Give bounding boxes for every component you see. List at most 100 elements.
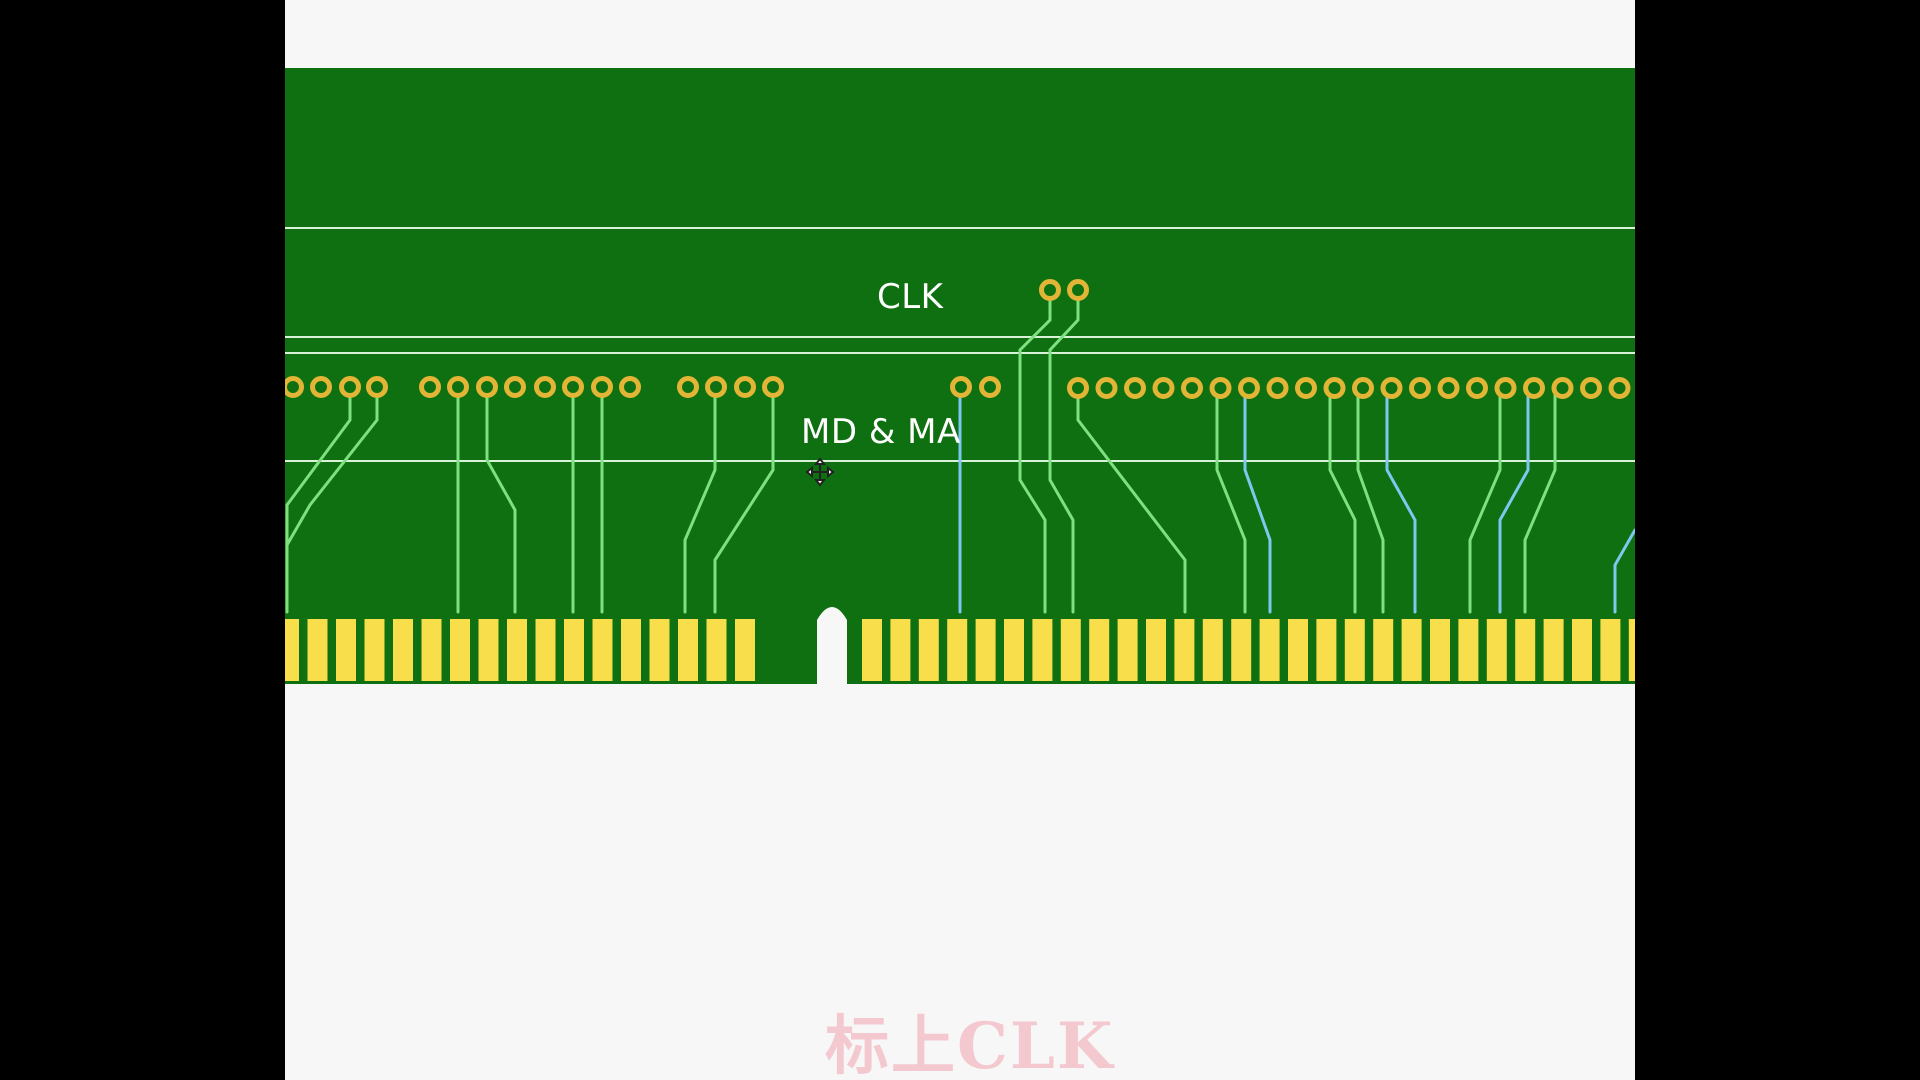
gold-finger (1344, 619, 1365, 681)
gold-finger (450, 619, 470, 681)
gold-finger (1146, 619, 1166, 681)
gold-finger (1259, 619, 1280, 681)
via (1494, 377, 1517, 399)
via (339, 376, 361, 398)
trace (713, 386, 775, 614)
trace (1076, 386, 1187, 614)
gold-finger (393, 619, 413, 681)
gold-finger (1117, 619, 1138, 681)
via (447, 376, 469, 398)
gold-finger (918, 619, 939, 681)
via (1266, 377, 1289, 399)
gold-finger (1401, 619, 1422, 681)
via (366, 376, 388, 398)
gold-finger (1089, 619, 1110, 681)
via (1067, 377, 1089, 399)
gold-finger (890, 619, 911, 681)
gold-finger (1316, 619, 1337, 681)
trace (1018, 288, 1052, 614)
caption-text: 标上CLK (825, 1009, 1115, 1080)
gold-finger (1032, 619, 1053, 681)
via (979, 376, 1001, 398)
via (1551, 377, 1574, 399)
gold-finger (1373, 619, 1394, 681)
move-cursor-icon (805, 457, 835, 487)
via (476, 376, 498, 398)
via (677, 376, 699, 398)
vias (285, 279, 1631, 399)
gold-finger (421, 619, 442, 681)
trace (485, 386, 517, 614)
via (1352, 377, 1374, 399)
trace (1048, 288, 1080, 614)
via (1437, 377, 1460, 399)
gold-finger (1174, 619, 1195, 681)
via (310, 376, 332, 398)
gold-finger (564, 619, 584, 681)
gold-finger (1288, 619, 1308, 681)
via (562, 376, 584, 398)
via (504, 376, 526, 398)
gold-finger (1430, 619, 1450, 681)
gold-finger (678, 619, 698, 681)
gold-finger (1572, 619, 1592, 681)
diagram-canvas: CLK MD & MA 标上CLK (285, 0, 1635, 1080)
via (1380, 377, 1403, 399)
pcb-board (285, 68, 1635, 684)
trace (285, 386, 352, 614)
via (1152, 377, 1175, 399)
trace (1385, 386, 1417, 614)
traces (285, 288, 1635, 614)
via (285, 376, 304, 398)
gold-finger (1202, 619, 1223, 681)
gold-finger (1060, 619, 1081, 681)
via (1523, 377, 1545, 399)
trace (1523, 386, 1557, 614)
gold-finger (285, 619, 299, 681)
gold-finger (1231, 619, 1252, 681)
via (1580, 377, 1602, 399)
via (762, 376, 784, 398)
gold-finger (706, 619, 727, 681)
gold-finger (649, 619, 670, 681)
gold-finger (364, 619, 385, 681)
trace (285, 386, 379, 547)
gold-finger (1458, 619, 1479, 681)
gold-finger (592, 619, 613, 681)
via (591, 376, 613, 398)
via (419, 376, 441, 398)
gold-finger (507, 619, 527, 681)
via (1409, 377, 1431, 399)
gold-finger (1628, 619, 1635, 681)
gold-finger (735, 619, 755, 681)
via (950, 376, 972, 398)
gold-finger (1543, 619, 1564, 681)
gold-finger (1600, 619, 1621, 681)
via (1323, 377, 1346, 399)
gold-finger (975, 619, 996, 681)
trace (1356, 386, 1385, 614)
via (1181, 377, 1203, 399)
via (534, 376, 556, 398)
trace (683, 386, 717, 614)
gold-finger (1515, 619, 1536, 681)
trace (1243, 386, 1272, 614)
gold-finger (862, 619, 882, 681)
trace (1613, 528, 1635, 614)
via (1209, 377, 1232, 399)
gold-finger (947, 619, 968, 681)
via (1095, 377, 1118, 399)
gold-finger (1004, 619, 1024, 681)
gold-finger (336, 619, 356, 681)
via (705, 376, 727, 398)
via (1067, 279, 1089, 301)
gold-finger (307, 619, 328, 681)
via (1608, 377, 1631, 399)
gold-finger (621, 619, 641, 681)
gold-finger (1486, 619, 1507, 681)
md-ma-label: MD & MA (801, 412, 961, 452)
trace (1215, 386, 1247, 614)
via (1466, 377, 1488, 399)
via (619, 376, 641, 398)
via (1039, 279, 1061, 301)
